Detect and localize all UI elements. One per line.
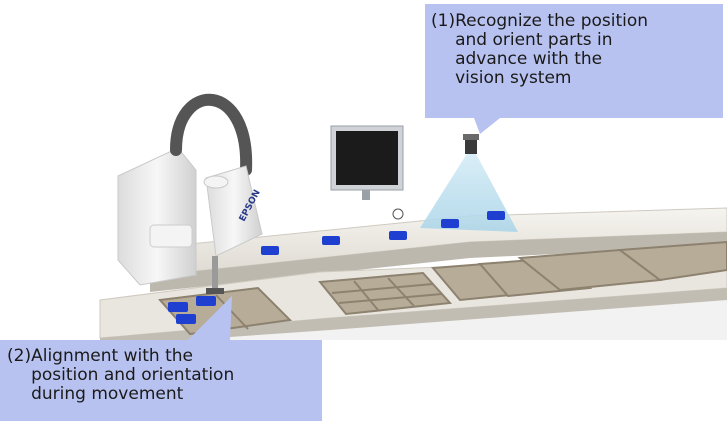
sensor [392, 208, 404, 220]
callout-1-line-4: vision system [455, 68, 572, 88]
callout-vision-recognition: (1) Recognize the position (1) and orien… [425, 4, 723, 118]
callout-2-line-1: Alignment with the [31, 346, 193, 366]
callout-2-line-2: position and orientation [31, 365, 235, 385]
callout-2-row-3: (2) during movement [7, 385, 318, 404]
callout-1-line-1: Recognize the position [455, 11, 649, 31]
callout-alignment-during-movement: (2) Alignment with the (2) position and … [0, 340, 322, 421]
callout-2-line-3: during movement [31, 384, 184, 404]
callout-1-row-1: (1) Recognize the position [431, 12, 719, 31]
callout-1-line-2: and orient parts in [455, 30, 613, 50]
camera [465, 138, 477, 154]
callout-1-row-3: (1) advance with the [431, 50, 719, 69]
parts-on-belt [261, 211, 505, 255]
callout-2-number: (2) [7, 346, 32, 366]
callout-1-row-2: (1) and orient parts in [431, 31, 719, 50]
callout-2-row-1: (2) Alignment with the [7, 347, 318, 366]
callout-1-number: (1) [431, 11, 456, 31]
monitor [330, 125, 404, 200]
callout-1-line-3: advance with the [455, 49, 603, 69]
scara-robot: EPSON [117, 93, 263, 294]
callout-2-row-2: (2) position and orientation [7, 366, 318, 385]
callout-1-row-4: (1) vision system [431, 69, 719, 88]
